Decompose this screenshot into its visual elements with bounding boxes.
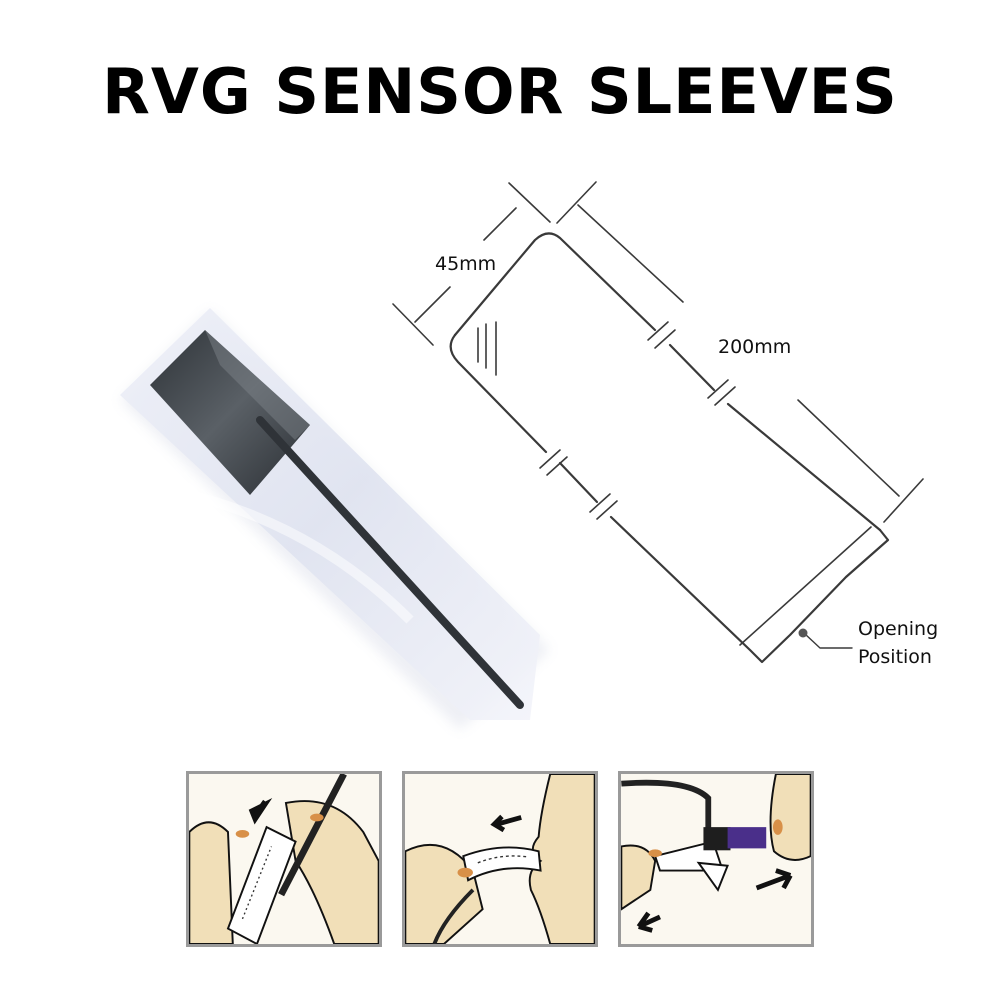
instruction-step-2 <box>402 771 598 947</box>
dimension-diagram <box>392 181 924 664</box>
remove-sleeve-illustration <box>621 774 811 933</box>
instruction-panels <box>186 771 814 949</box>
length-dimension-label: 200mm <box>718 336 792 358</box>
instruction-step-1 <box>186 771 382 947</box>
opening-marker-dot <box>798 628 808 638</box>
opening-label-line2: Position <box>858 646 932 668</box>
place-in-mouth-illustration <box>405 774 595 944</box>
insert-sensor-illustration <box>189 774 379 944</box>
width-dimension-label: 45mm <box>435 253 497 275</box>
instruction-step-3 <box>618 771 814 947</box>
opening-label-line1: Opening <box>858 618 939 640</box>
product-photo <box>110 290 560 740</box>
sensor-sleeve-illustration <box>120 308 550 730</box>
page-title: RVG SENSOR SLEEVES <box>102 55 898 128</box>
